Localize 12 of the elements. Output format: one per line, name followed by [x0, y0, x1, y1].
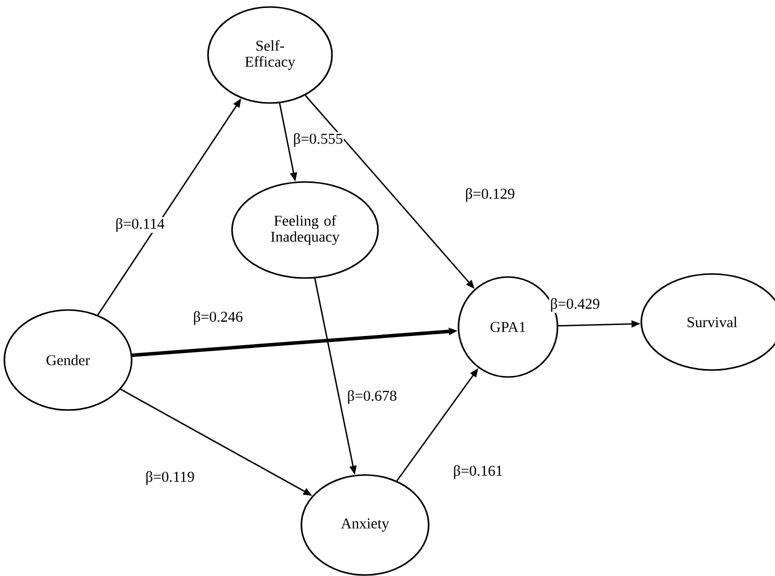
ellipse-node: Anxiety — [300, 474, 430, 576]
edge-label: β=0.246 — [192, 310, 244, 326]
edge-label: β=0.429 — [549, 297, 601, 313]
ellipse-node: Feeling of Inadequacy — [231, 181, 379, 279]
edge-label: β=0.119 — [144, 470, 196, 486]
edge-label: β=0.161 — [452, 464, 504, 480]
edge-label: β=0.129 — [464, 187, 516, 203]
edge-label: β=0.114 — [114, 217, 166, 233]
edge-label: β=0.555 — [292, 132, 344, 148]
ellipse-node: Self- Efficacy — [207, 6, 333, 104]
edge-label: β=0.678 — [346, 389, 398, 405]
ellipse-node: Gender — [4, 309, 132, 411]
